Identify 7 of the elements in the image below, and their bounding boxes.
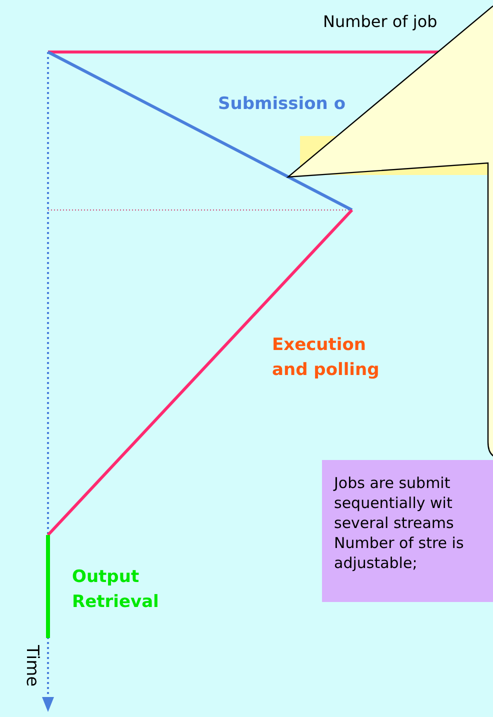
note-box [322,460,493,602]
phase-label: Submission o [218,93,346,116]
axis-label: Time [22,645,42,685]
phase-label: Execution and polling [272,334,380,382]
axis-label: Number of job [323,11,438,33]
note-text: Jobs are submit sequentially wit several streams Number of stre is adjustable; [334,473,465,573]
phase-label: Output Retrieval [72,566,160,614]
